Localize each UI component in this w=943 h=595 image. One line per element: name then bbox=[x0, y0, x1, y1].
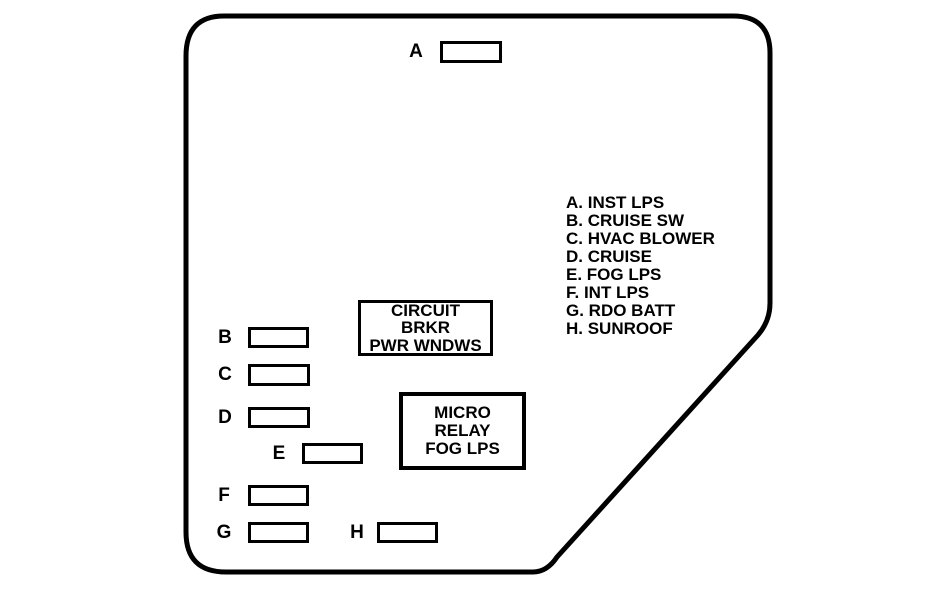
fuse-slot-f bbox=[248, 485, 309, 506]
fuse-slot-e bbox=[302, 443, 363, 464]
fuse-slot-a bbox=[440, 41, 502, 63]
micro-relay-box: MICRO RELAY FOG LPS bbox=[399, 392, 526, 470]
fuse-label-b: B bbox=[218, 327, 232, 348]
legend-item-e: E. FOG LPS bbox=[566, 265, 662, 284]
fuse-label-c: C bbox=[218, 364, 232, 385]
fuse-slot-c bbox=[248, 364, 310, 386]
legend-item-c: C. HVAC BLOWER bbox=[566, 229, 715, 248]
fuse-label-e: E bbox=[272, 443, 286, 464]
fuse-label-g: G bbox=[216, 522, 232, 543]
panel-outline-path bbox=[183, 13, 773, 575]
legend-item-a: A. INST LPS bbox=[566, 193, 665, 212]
fuse-label-a: A bbox=[409, 41, 423, 62]
legend: A. INST LPS B. CRUISE SW C. HVAC BLOWER … bbox=[566, 194, 715, 338]
legend-item-h: H. SUNROOF bbox=[566, 319, 673, 338]
fuse-label-d: D bbox=[218, 407, 232, 428]
micro-relay-line-1: MICRO bbox=[434, 403, 491, 422]
legend-item-g: G. RDO BATT bbox=[566, 301, 676, 320]
legend-item-d: D. CRUISE bbox=[566, 247, 652, 266]
micro-relay-line-2: RELAY bbox=[434, 421, 491, 440]
legend-item-f: F. INT LPS bbox=[566, 283, 650, 302]
fuse-slot-d bbox=[248, 407, 310, 428]
fuse-label-h: H bbox=[350, 522, 364, 543]
circuit-breaker-line-2: BRKR bbox=[400, 318, 451, 338]
fuse-slot-h bbox=[377, 522, 438, 543]
micro-relay-line-3: FOG LPS bbox=[425, 439, 500, 458]
circuit-breaker-box: CIRCUIT BRKR PWR WNDWS bbox=[358, 300, 493, 356]
legend-item-b: B. CRUISE SW bbox=[566, 211, 685, 230]
circuit-breaker-line-3: PWR WNDWS bbox=[369, 335, 482, 355]
fuse-label-f: F bbox=[218, 485, 230, 506]
fuse-slot-b bbox=[248, 327, 309, 348]
circuit-breaker-line-1: CIRCUIT bbox=[391, 300, 460, 320]
fuse-slot-g bbox=[248, 522, 309, 543]
